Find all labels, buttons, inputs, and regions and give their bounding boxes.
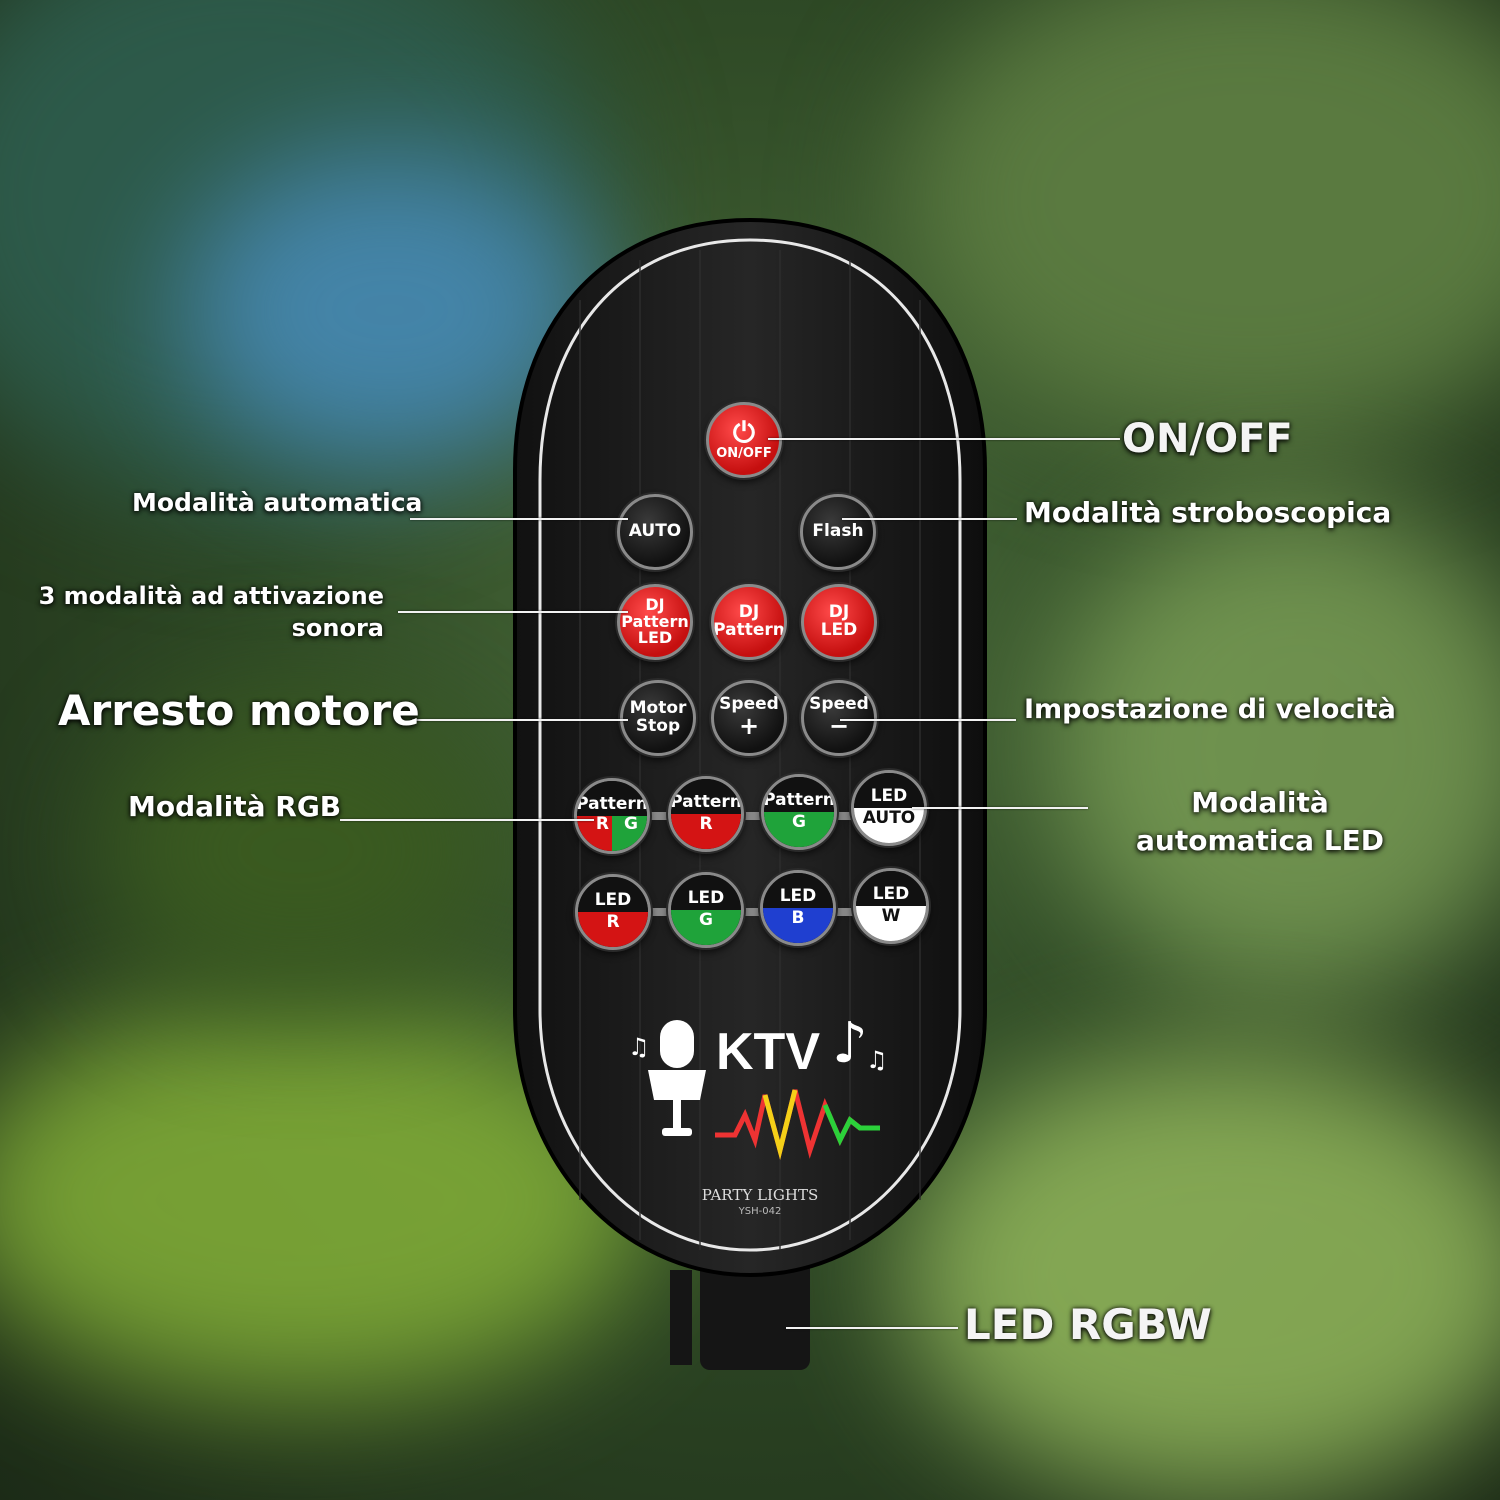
ktv-logo: KTV — [716, 1023, 820, 1081]
callout-strobe-mode: Modalità stroboscopica — [1024, 496, 1392, 529]
callout-speed-setting: Impostazione di velocità — [1024, 694, 1396, 725]
callout-rgb-mode: Modalità RGB — [128, 790, 342, 823]
led-auto-button[interactable]: LED AUTO — [851, 770, 927, 846]
music-note-icon: ♪ — [832, 1011, 868, 1076]
callout-line-on-off — [768, 438, 1120, 440]
led-b-button[interactable]: LED B — [760, 870, 836, 946]
motor-stop-button[interactable]: Motor Stop — [620, 680, 696, 756]
dj-pattern-button[interactable]: DJ Pattern — [711, 584, 787, 660]
callout-line-auto — [410, 518, 628, 520]
power-icon: ⏻ — [732, 416, 756, 450]
callout-line-speed — [840, 719, 1016, 721]
callout-led-rgbw: LED RGBW — [964, 1300, 1212, 1349]
power-button[interactable]: ⏻ ON/OFF — [706, 402, 782, 478]
callout-on-off: ON/OFF — [1122, 416, 1293, 462]
dj-pattern-led-button[interactable]: DJ Pattern LED — [617, 584, 693, 660]
callout-line-rgbw — [786, 1327, 958, 1329]
music-note-icon: ♫ — [866, 1046, 888, 1074]
led-r-button[interactable]: LED R — [575, 874, 651, 950]
microphone-icon — [648, 1020, 706, 1136]
flash-button[interactable]: Flash — [800, 494, 876, 570]
callout-line-sound — [398, 611, 628, 613]
pattern-rg-button[interactable]: Pattern R G — [574, 778, 650, 854]
led-w-button[interactable]: LED W — [853, 868, 929, 944]
speed-minus-button[interactable]: Speed − — [801, 680, 877, 756]
callout-motor-stop: Arresto motore — [58, 686, 420, 735]
pattern-r-button[interactable]: Pattern R — [668, 776, 744, 852]
brand-label: PARTY LIGHTS — [701, 1186, 819, 1204]
music-note-icon: ♫ — [628, 1033, 650, 1061]
auto-button[interactable]: AUTO — [617, 494, 693, 570]
callout-sound-modes: 3 modalità ad attivazione sonora — [38, 582, 384, 642]
dj-led-button[interactable]: DJ LED — [801, 584, 877, 660]
pattern-g-button[interactable]: Pattern G — [761, 774, 837, 850]
callout-line-strobe — [842, 518, 1017, 520]
callout-led-auto: Modalità automatica LED — [1136, 786, 1384, 857]
callout-line-rgb — [340, 819, 594, 821]
callout-line-motor — [412, 719, 628, 721]
callout-auto-mode: Modalità automatica — [132, 488, 423, 517]
model-label: YSH-042 — [738, 1206, 782, 1217]
led-g-button[interactable]: LED G — [668, 872, 744, 948]
speed-plus-button[interactable]: Speed + — [711, 680, 787, 756]
callout-line-led-auto — [912, 807, 1088, 809]
